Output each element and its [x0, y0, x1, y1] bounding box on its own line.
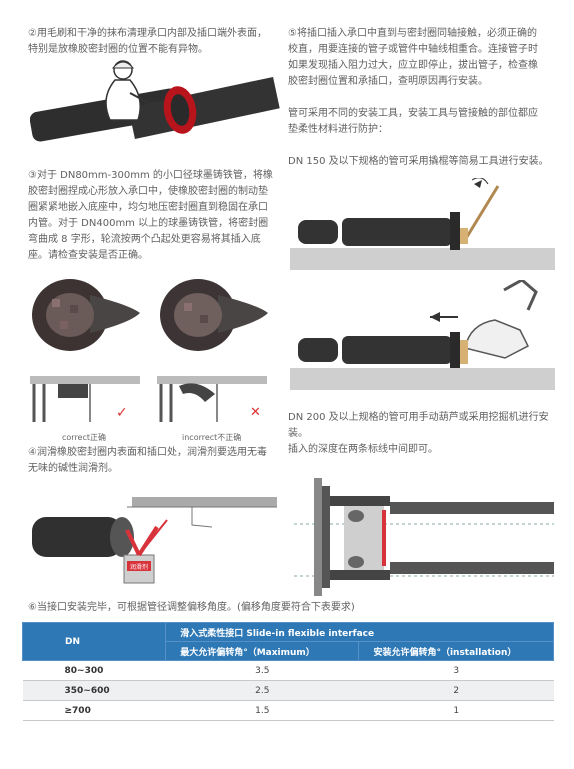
tools-note-text: 管可采用不同的安装工具，安装工具与管接触的部位都应垫柔性材料进行防护：: [288, 108, 538, 135]
lubricant-label: 润滑剂: [130, 563, 148, 571]
lubrication-illustration: 润滑剂: [32, 497, 277, 584]
step-3-text: ③对于 DN80mm-300mm 的小口径球墨铸铁管，将橡胶密封圈捏成心形放入承…: [28, 170, 273, 261]
check-mark-icon: ✓: [116, 405, 128, 421]
table-cell-dn: 350~600: [22, 680, 166, 701]
step-6-text: ⑥当接口安装完毕，可根据管径调整偏移角度。(偏移角度要符合下表要求): [28, 602, 355, 613]
deflection-angle-table: DN 滑入式柔性接口 Slide-in flexible interface 最…: [21, 622, 554, 721]
table-row: 80~300 3.5 3: [22, 660, 554, 681]
insertion-depth-diagram: [294, 478, 554, 596]
table-cell-max: 1.5: [165, 700, 359, 721]
table-cell-inst: 1: [358, 700, 554, 721]
step-4-text: ④润滑橡胶密封圈内表面和插口处，润滑剂要选用无毒无味的碱性润滑剂。: [28, 447, 267, 474]
table-row: 350~600 2.5 2: [22, 680, 554, 701]
correct-install-diagram: [30, 376, 140, 422]
table-cell-max: 3.5: [165, 660, 359, 681]
dn200-note-text: DN 200 及以上规格的管可用手动葫芦或采用挖掘机进行安装。: [288, 412, 549, 439]
caption-correct: correct正确: [62, 433, 107, 442]
table-cell-inst: 2: [358, 680, 554, 701]
gasket-photo-right: [160, 279, 268, 351]
table-header-maximum: 最大允许偏转角°（Maximum）: [165, 641, 360, 661]
table-cell-dn: ≥700: [22, 700, 166, 721]
incorrect-install-diagram: [157, 376, 267, 422]
table-header-installation: 安装允许偏转角°（installation）: [358, 641, 554, 661]
table-row: ≥700 1.5 1: [22, 700, 554, 721]
cross-mark-icon: ✕: [250, 405, 261, 420]
depth-note-text: 插入的深度在两条标线中间即可。: [288, 444, 438, 455]
caption-incorrect: incorrect不正确: [182, 433, 242, 442]
table-cell-inst: 3: [358, 660, 554, 681]
excavator-install-illustration: [290, 280, 555, 390]
dn150-note-text: DN 150 及以下规格的管可采用撬棍等简易工具进行安装。: [288, 156, 549, 167]
crowbar-install-illustration: [290, 178, 555, 270]
gasket-photo-left: [32, 279, 140, 351]
table-cell-dn: 80~300: [22, 660, 166, 681]
table-cell-max: 2.5: [165, 680, 359, 701]
step-5-text: ⑤将插口插入承口中直到与密封圈同轴接触，必须正确的校直，用要连接的管子或管件中轴…: [288, 28, 538, 87]
step-2-text: ②用毛刷和干净的抹布清理承口内部及插口端外表面，特别是放橡胶密封圈的位置不能有异…: [28, 28, 267, 55]
table-header-dn: DN: [21, 622, 167, 661]
cleaning-illustration: [30, 60, 280, 142]
table-header-group: 滑入式柔性接口 Slide-in flexible interface: [165, 622, 554, 642]
